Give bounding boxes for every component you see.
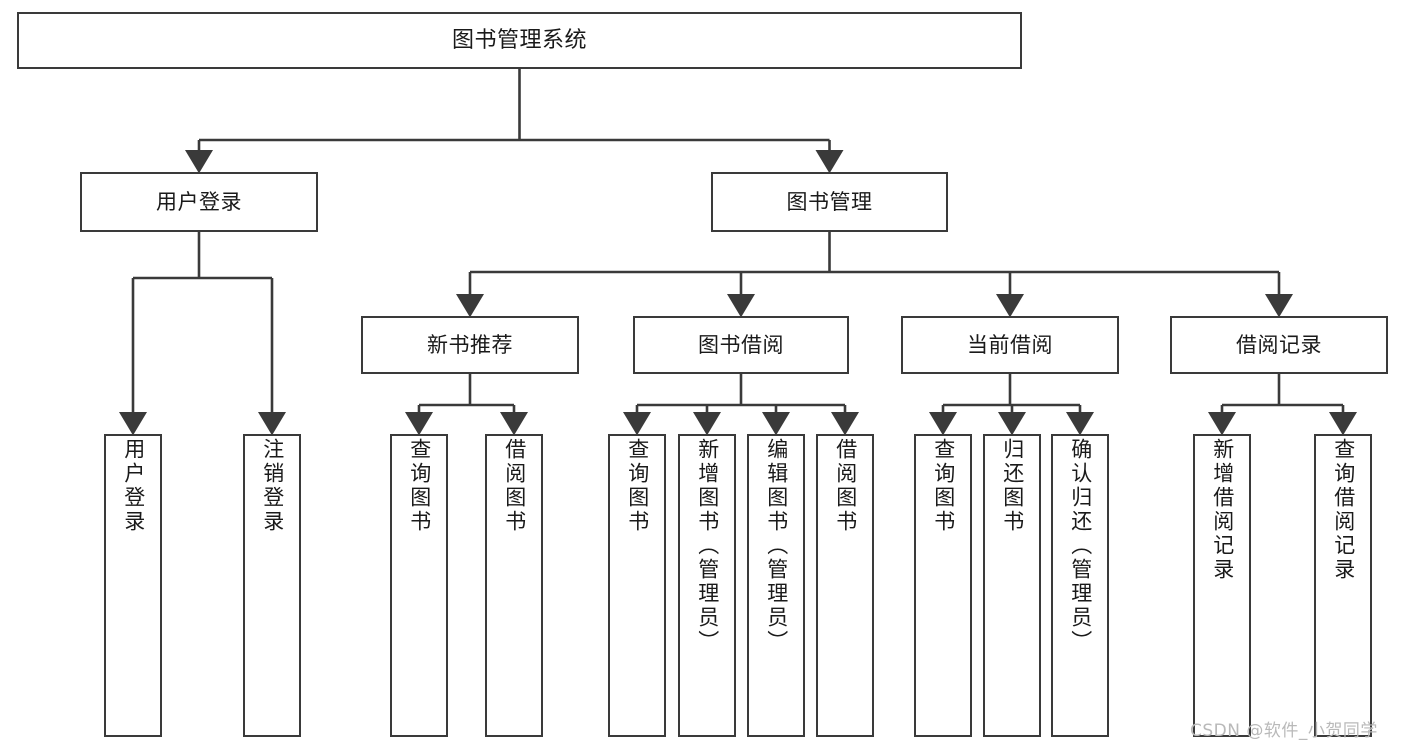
leaf-user-logout[interactable]: 注销登录 bbox=[243, 434, 301, 737]
node-label: 查询图书 bbox=[407, 438, 432, 534]
leaf-add-book-admin[interactable]: 新增图书（管理员） bbox=[678, 434, 736, 737]
leaf-current-query-book[interactable]: 查询图书 bbox=[914, 434, 972, 737]
node-current-borrowing[interactable]: 当前借阅 bbox=[901, 316, 1119, 374]
node-label: 编辑图书（管理员） bbox=[764, 438, 789, 654]
leaf-borrow-query-book[interactable]: 查询图书 bbox=[608, 434, 666, 737]
csdn-watermark: CSDN @软件_小贺同学 bbox=[1190, 721, 1378, 741]
node-label: 用户登录 bbox=[121, 438, 146, 534]
node-label: 查询借阅记录 bbox=[1331, 438, 1356, 582]
leaf-return-book[interactable]: 归还图书 bbox=[983, 434, 1041, 737]
node-label: 新增图书（管理员） bbox=[695, 438, 720, 654]
leaf-user-login[interactable]: 用户登录 bbox=[104, 434, 162, 737]
node-label: 归还图书 bbox=[1000, 438, 1025, 534]
leaf-recommend-borrow-book[interactable]: 借阅图书 bbox=[485, 434, 543, 737]
node-label: 借阅图书 bbox=[502, 438, 527, 534]
node-label: 确认归还（管理员） bbox=[1068, 438, 1093, 654]
leaf-confirm-return-admin[interactable]: 确认归还（管理员） bbox=[1051, 434, 1109, 737]
node-label: 用户登录 bbox=[156, 189, 242, 214]
node-book-borrowing[interactable]: 图书借阅 bbox=[633, 316, 849, 374]
node-label: 借阅记录 bbox=[1236, 332, 1322, 357]
node-label: 图书管理 bbox=[786, 189, 873, 214]
node-label: 借阅图书 bbox=[833, 438, 858, 534]
node-book-management[interactable]: 图书管理 bbox=[711, 172, 948, 232]
leaf-add-borrow-record[interactable]: 新增借阅记录 bbox=[1193, 434, 1251, 737]
node-label: 注销登录 bbox=[260, 438, 285, 534]
leaf-query-borrow-record[interactable]: 查询借阅记录 bbox=[1314, 434, 1372, 737]
leaf-recommend-query-book[interactable]: 查询图书 bbox=[390, 434, 448, 737]
node-label: 查询图书 bbox=[625, 438, 650, 534]
leaf-edit-book-admin[interactable]: 编辑图书（管理员） bbox=[747, 434, 805, 737]
node-user-login[interactable]: 用户登录 bbox=[80, 172, 318, 232]
node-borrow-records[interactable]: 借阅记录 bbox=[1170, 316, 1388, 374]
node-label: 图书管理系统 bbox=[451, 27, 587, 53]
node-label: 查询图书 bbox=[931, 438, 956, 534]
node-label: 新书推荐 bbox=[427, 332, 513, 357]
leaf-borrow-book[interactable]: 借阅图书 bbox=[816, 434, 874, 737]
node-new-book-recommendation[interactable]: 新书推荐 bbox=[361, 316, 579, 374]
node-label: 新增借阅记录 bbox=[1210, 438, 1235, 582]
node-root-system[interactable]: 图书管理系统 bbox=[17, 12, 1022, 69]
node-label: 图书借阅 bbox=[698, 332, 784, 357]
node-label: 当前借阅 bbox=[967, 332, 1053, 357]
